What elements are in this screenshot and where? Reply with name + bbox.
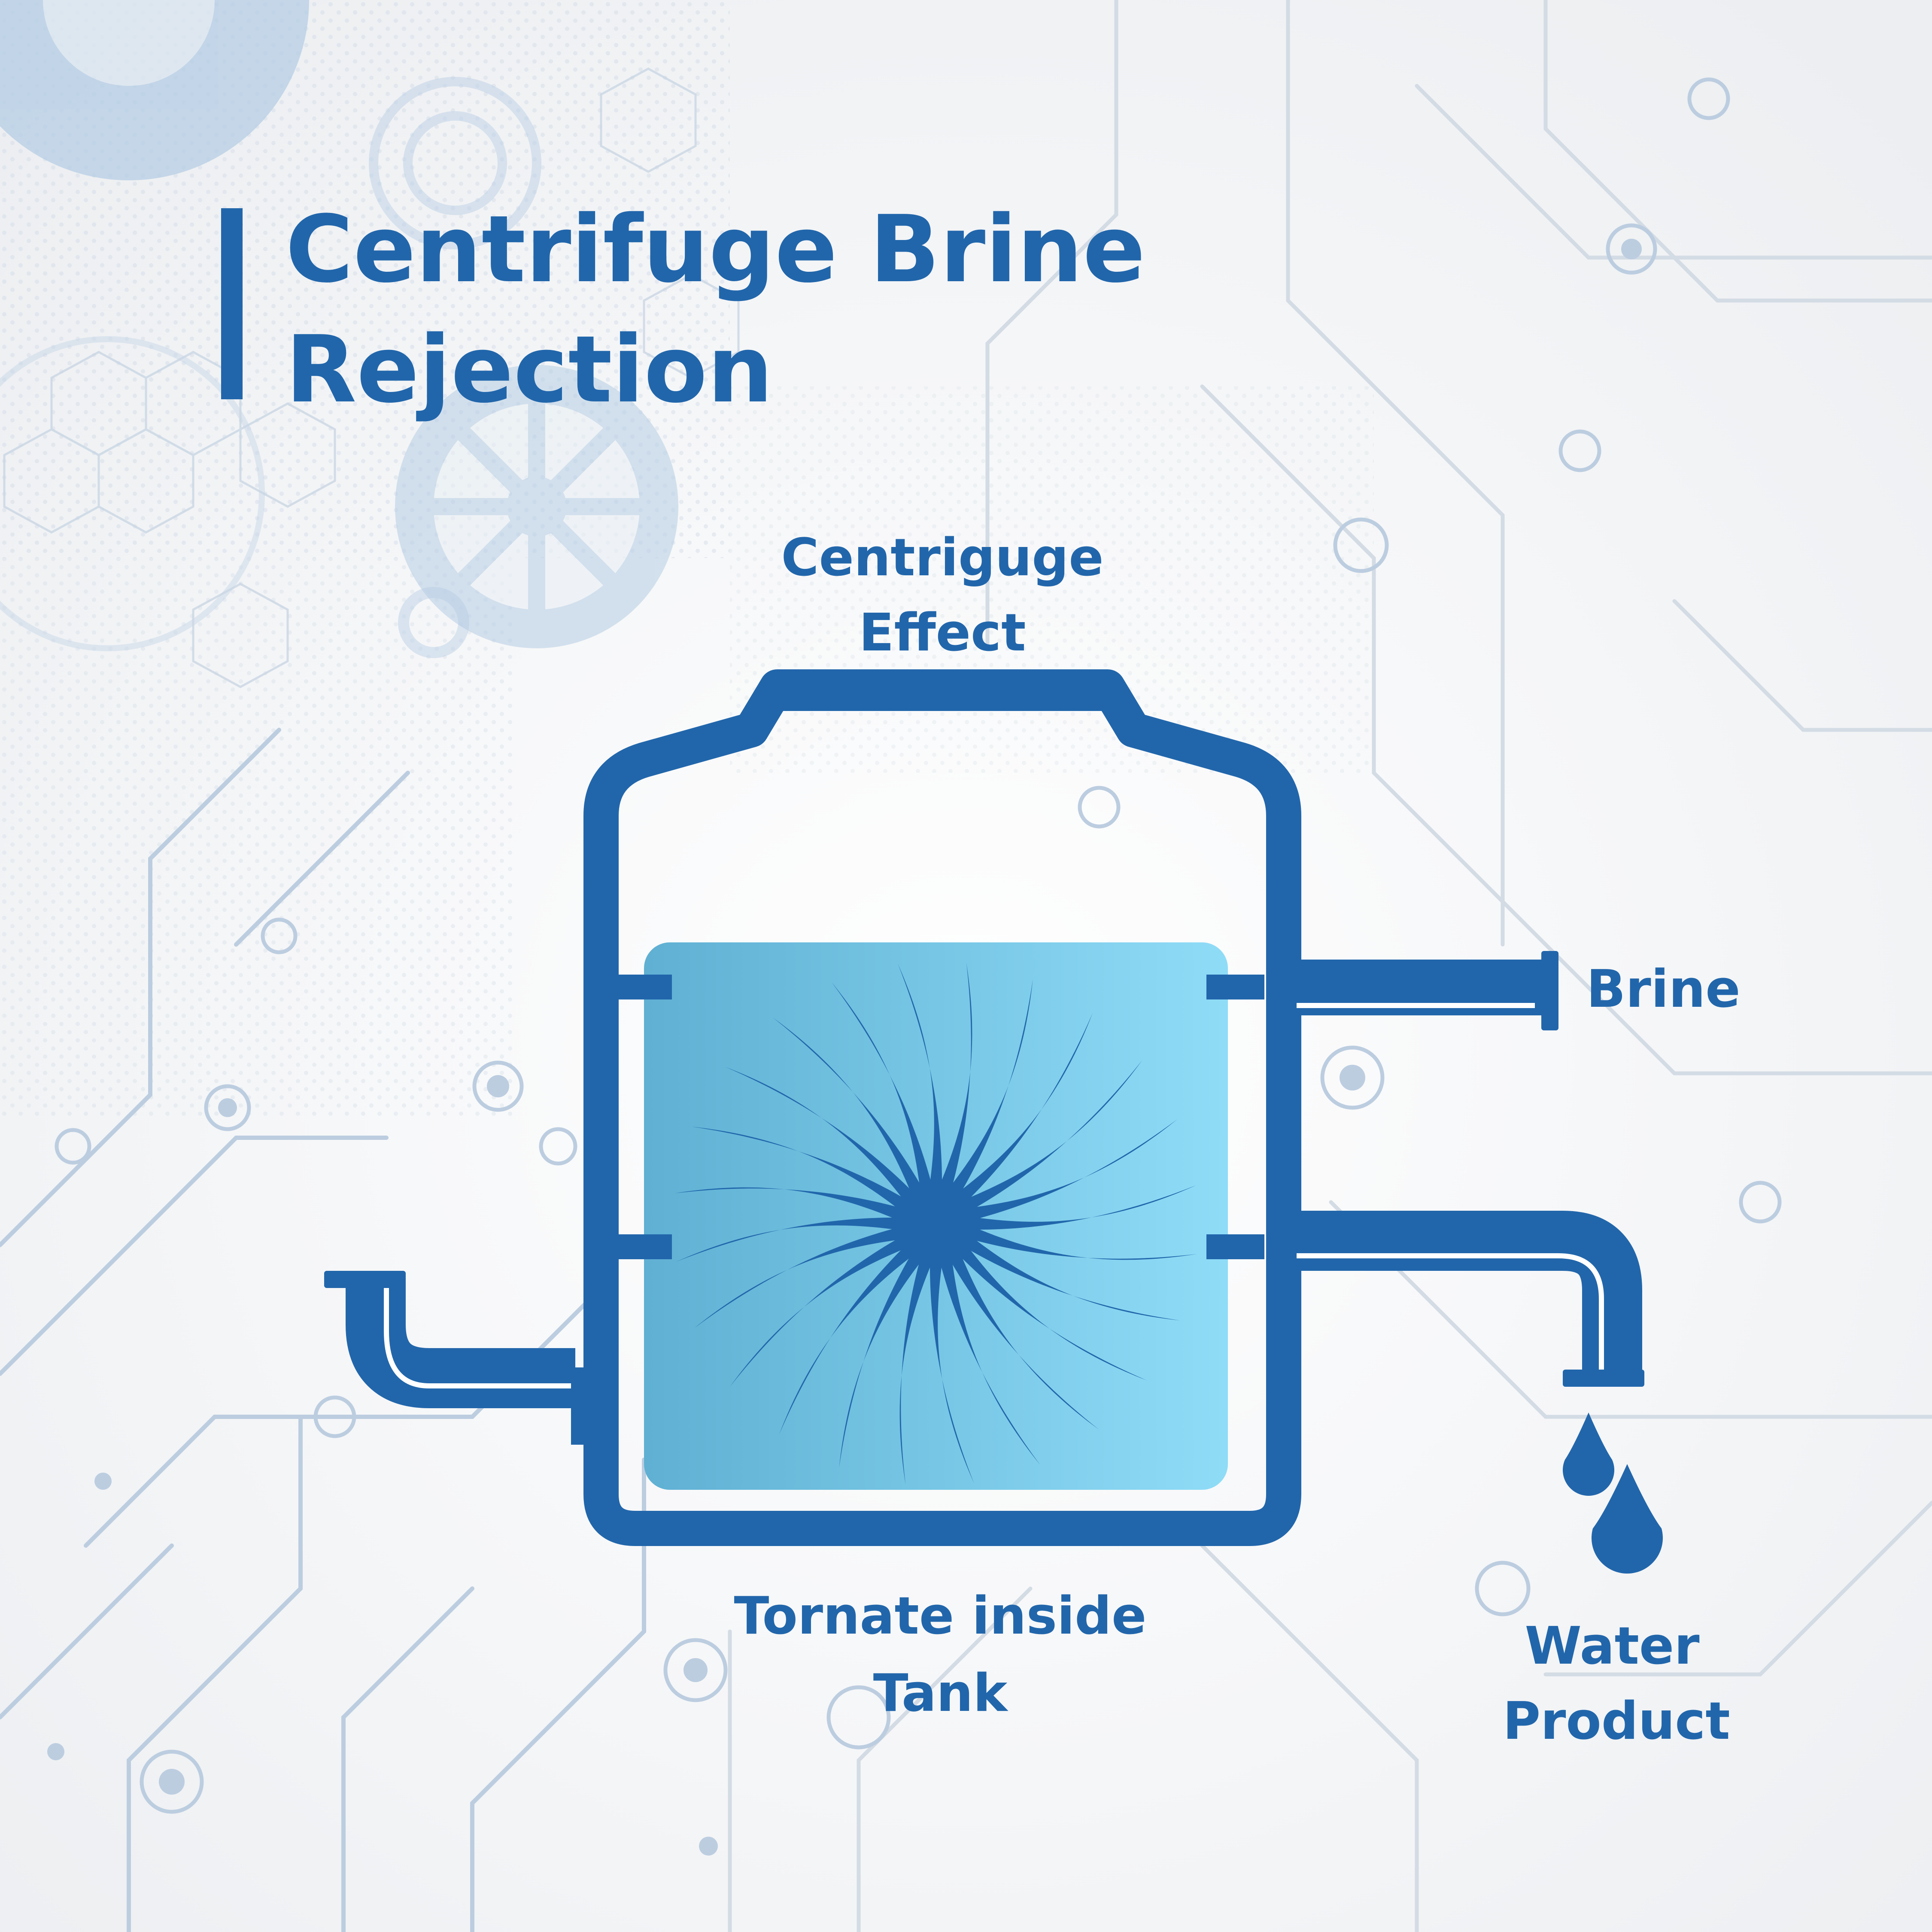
label-water-product-line1: Water	[1525, 1616, 1700, 1676]
swirl-blade	[691, 1127, 941, 1230]
page-title-line1: Centrifuge Brine	[286, 195, 1145, 303]
gear-icon	[0, 0, 309, 180]
label-tornado-line1: Tornate inside	[734, 1586, 1147, 1646]
circuit-pattern	[0, 728, 646, 1932]
tank-brackets	[614, 975, 1264, 1259]
hexagon-pattern	[3, 67, 740, 688]
swirl-blade	[839, 1219, 942, 1468]
swirl-blade	[930, 979, 1033, 1228]
swirl-blade	[931, 1217, 1181, 1321]
circuit-pattern	[728, 0, 1932, 1932]
swirl-blade	[933, 1012, 1093, 1229]
water-drop-icon	[1592, 1464, 1663, 1574]
gear-icon	[395, 365, 678, 648]
circuit-nodes	[47, 239, 1642, 1856]
swirl-blade	[674, 1187, 940, 1233]
swirl-blade	[927, 962, 972, 1227]
label-tornado-line2: Tank	[873, 1664, 1009, 1723]
water-outlet-pipe	[1282, 1206, 1644, 1387]
swirl-blade	[932, 1214, 1197, 1260]
swirl-icon	[674, 962, 1197, 1485]
swirl-blade	[899, 1220, 945, 1485]
tank-lid	[764, 686, 1116, 711]
brine-outlet-pipe	[1282, 949, 1558, 1030]
title-group: Centrifuge Brine Rejection	[221, 195, 1145, 423]
label-centrifuge-effect-line2: Effect	[859, 603, 1026, 663]
label-brine: Brine	[1586, 960, 1741, 1019]
page-title-line2: Rejection	[286, 316, 773, 423]
water-drop-icon	[1563, 1413, 1615, 1496]
inlet-pipe	[324, 1271, 586, 1445]
label-water-product-line2: Product	[1503, 1692, 1730, 1751]
circuit-nodes	[55, 77, 1782, 1814]
label-centrifuge-effect-line1: Centriguge	[781, 528, 1103, 588]
title-accent-bar	[221, 208, 243, 399]
tank-body	[583, 669, 1301, 1546]
